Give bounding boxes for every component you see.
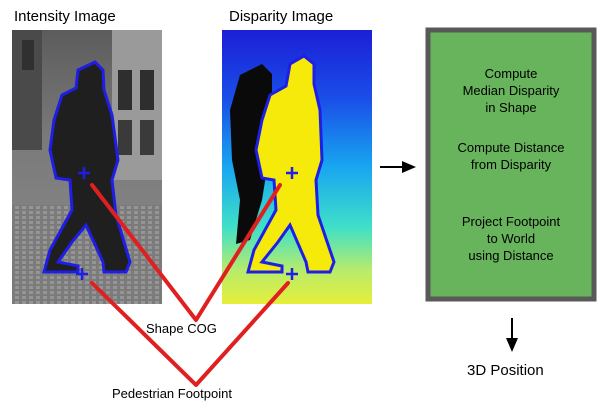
intensity-image-title: Intensity Image: [14, 8, 116, 25]
cog-pointer-line: [90, 183, 282, 322]
disparity-cog-marker: [286, 167, 298, 179]
intensity-footpoint-marker: [76, 268, 88, 280]
step-compute-distance: Compute Distance from Disparity: [457, 140, 565, 172]
down-arrow: [506, 318, 518, 352]
footpoint-label: Pedestrian Footpoint: [112, 386, 232, 401]
disparity-shape-contour: [246, 54, 336, 274]
pointer-lines: [90, 183, 290, 387]
process-box: [425, 27, 597, 302]
process-steps: Compute Median Disparity in Shape Comput…: [433, 35, 589, 294]
disparity-image-title: Disparity Image: [229, 8, 334, 25]
footpoint-pointer-line: [90, 281, 290, 387]
disparity-footpoint-marker: [286, 268, 298, 280]
disparity-image: [222, 30, 372, 304]
intensity-cog-marker: [78, 167, 90, 179]
output-3d-position: 3D Position: [467, 362, 544, 379]
step-compute-median: Compute Median Disparity in Shape: [462, 66, 560, 115]
shape-cog-label: Shape COG: [146, 321, 217, 336]
step-project-footpoint: Project Footpoint to World using Distanc…: [461, 214, 561, 263]
right-arrow: [380, 161, 416, 173]
intensity-image: [12, 30, 162, 304]
intensity-shape-contour: [42, 60, 132, 274]
pedestrian-silhouette: [44, 62, 130, 272]
disparity-pedestrian: [248, 56, 334, 272]
disparity-shadow-region: [230, 64, 272, 244]
